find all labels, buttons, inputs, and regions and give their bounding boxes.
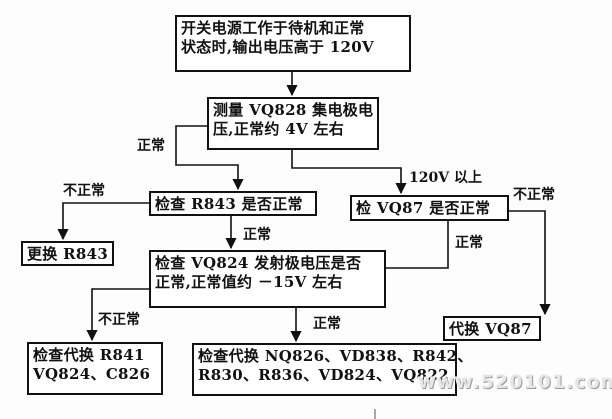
edge-label-vq824-normal: 正常 [313, 316, 341, 332]
node-start-line-2: 状态时,输出电压高于 120V [181, 38, 374, 56]
connector-measure-to-vq87 [291, 150, 407, 195]
node-check-nq826-line-1: 检查代换 NQ826、VD838、R842、 [198, 347, 473, 365]
node-check-nq826-line-2: R830、R836、VD824、VQ822 [198, 366, 449, 384]
connector-measure-to-r843 [175, 125, 244, 191]
edge-label-vq87-abnormal: 不正常 [513, 187, 555, 203]
node-check-r841: 检查代换 R841 VQ824、C826 [27, 342, 163, 395]
node-start-line-1: 开关电源工作于待机和正常 [181, 19, 365, 37]
node-check-vq87: 检 VQ87 是否正常 [350, 195, 509, 221]
node-check-vq87-line-1: 检 VQ87 是否正常 [356, 199, 491, 217]
edge-label-r843-abnormal: 不正常 [63, 183, 105, 199]
node-measure-line-2: 压,正常约 4V 左右 [213, 120, 345, 138]
edge-label-vq87-normal: 正常 [455, 235, 483, 251]
connector-r843-to-replace [57, 202, 149, 241]
watermark-text: www.520101.com [418, 371, 612, 393]
edge-label-r843-normal: 正常 [243, 227, 271, 243]
node-check-r841-line-2: VQ824、C826 [33, 365, 151, 383]
edge-label-over-120v: 120V 以上 [409, 170, 482, 186]
connector-vq824-to-r841 [86, 288, 149, 342]
node-check-vq824: 检查 VQ824 发射极电压是否 正常,正常值约 －15V 左右 [149, 250, 386, 308]
node-check-r841-line-1: 检查代换 R841 [33, 346, 145, 364]
node-check-vq824-line-2: 正常,正常值约 －15V 左右 [155, 273, 343, 291]
node-measure-line-1: 测量 VQ828 集电极电 [213, 101, 374, 119]
node-replace-vq87: 代换 VQ87 [443, 316, 541, 341]
edge-label-vq824-abnormal: 不正常 [98, 312, 140, 328]
connector-vq87-to-vq824 [386, 221, 449, 269]
node-start: 开关电源工作于待机和正常 状态时,输出电压高于 120V [175, 15, 411, 72]
node-measure-vq828: 测量 VQ828 集电极电 压,正常约 4V 左右 [207, 97, 379, 150]
connector-vq87-to-replace [509, 210, 551, 316]
node-check-r843: 检查 R843 是否正常 [149, 191, 317, 216]
node-replace-vq87-line-1: 代换 VQ87 [449, 320, 532, 338]
node-replace-r843: 更换 R843 [21, 241, 114, 266]
edge-label-measure-normal: 正常 [137, 138, 165, 154]
node-check-nq826: 检查代换 NQ826、VD838、R842、 R830、R836、VD824、V… [192, 343, 473, 396]
node-check-r843-line-1: 检查 R843 是否正常 [155, 195, 303, 213]
node-check-vq824-line-1: 检查 VQ824 发射极电压是否 [155, 254, 362, 272]
node-replace-r843-line-1: 更换 R843 [27, 245, 109, 263]
